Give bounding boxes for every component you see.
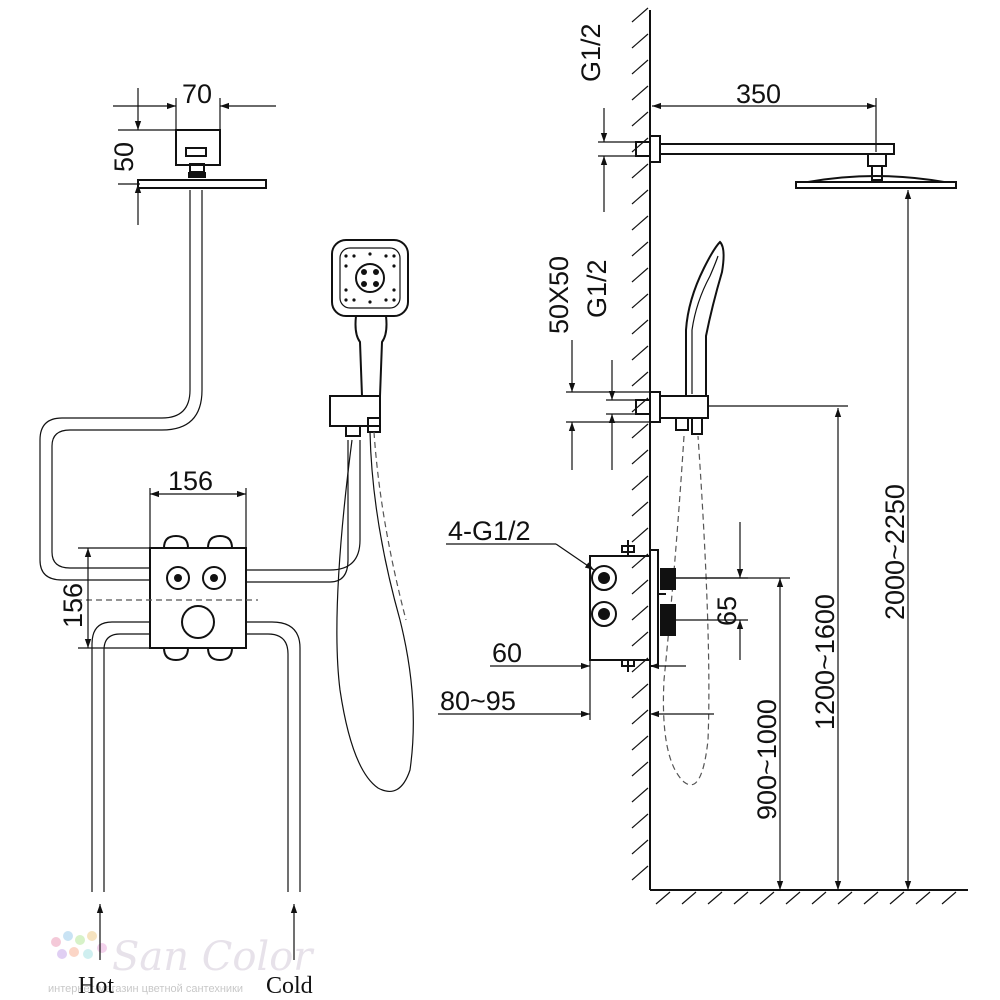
- valve-height-label: 156: [58, 583, 88, 628]
- head-width-label: 70: [182, 79, 212, 109]
- wall: [631, 7, 651, 890]
- rain-shower-head-side: [795, 175, 957, 189]
- head-width-dimension: 70: [113, 79, 276, 130]
- cold-inlet-pipe: [246, 621, 301, 892]
- concealed-valve-side: [589, 540, 676, 672]
- holder-size-label: 50X50: [544, 256, 574, 334]
- wall-depth-label: 80~95: [440, 686, 516, 716]
- valve-spacing-dimension: 65: [676, 522, 748, 660]
- hand-shower-outlet-pipe: [246, 440, 361, 583]
- concealed-valve-front: [149, 534, 247, 662]
- head-height-dimension: 50: [109, 88, 176, 225]
- valve-width-label: 156: [168, 466, 213, 496]
- valve-threads-callout: 4-G1/2: [446, 516, 595, 571]
- holder-height-floor-dimension: 1200~1600: [708, 405, 848, 890]
- valve-height-floor-dimension: 900~1000: [676, 577, 790, 890]
- watermark-brand: San Color: [112, 934, 315, 980]
- wall-depth-dimension: 80~95: [438, 686, 714, 718]
- cold-label: Cold: [266, 973, 313, 999]
- head-height-floor-label: 2000~2250: [880, 484, 910, 620]
- hot-label: Hot: [78, 973, 114, 999]
- cold-inlet-indicator: Cold: [266, 904, 313, 999]
- valve-height-dimension: 156: [58, 547, 150, 649]
- watermark: San Color интернет-магазин цветной санте…: [48, 931, 315, 995]
- head-height-floor-dimension: 2000~2250: [880, 190, 912, 890]
- holder-thread-label: G1/2: [582, 259, 612, 318]
- head-height-label: 50: [109, 142, 139, 172]
- valve-threads-label: 4-G1/2: [448, 516, 531, 546]
- holder-size-dimension: 50X50: [544, 256, 650, 470]
- holder-height-floor-label: 1200~1600: [810, 594, 840, 730]
- valve-spacing-label: 65: [712, 596, 742, 626]
- arm-length-dimension: 350: [652, 79, 877, 152]
- side-view: G1/2 350 50X50: [438, 7, 968, 905]
- rain-shower-head-top: [137, 129, 267, 189]
- watermark-tagline: интернет-магазин цветной сантехники: [48, 983, 243, 995]
- arm-thread-label: G1/2: [576, 23, 606, 82]
- hot-inlet-indicator: Hot: [78, 904, 114, 999]
- arm-length-label: 350: [736, 79, 781, 109]
- spray-nozzle-pattern: [344, 252, 396, 304]
- arm-thread-dimension: G1/2: [576, 23, 636, 212]
- pipe-to-head: [39, 190, 203, 581]
- valve-height-floor-label: 900~1000: [752, 699, 782, 820]
- valve-width-dimension: 156: [149, 466, 247, 548]
- hot-inlet-pipe: [91, 621, 150, 892]
- color-dots-logo: [51, 931, 107, 959]
- front-view: 70 50: [39, 79, 414, 999]
- holder-thread-dimension: G1/2: [582, 259, 636, 470]
- floor: [650, 889, 968, 905]
- valve-depth-label: 60: [492, 638, 522, 668]
- hand-shower-front: [329, 239, 414, 792]
- shower-arm: [635, 135, 895, 181]
- valve-depth-dimension: 60: [490, 638, 686, 720]
